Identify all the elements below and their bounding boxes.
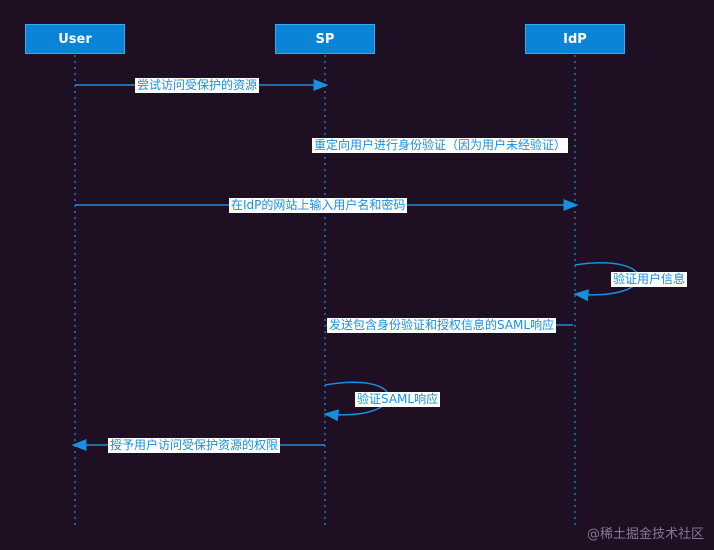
- message-label-4: 验证用户信息: [611, 272, 688, 287]
- message-label-2: 重定向用户进行身份验证（因为用户未经验证）: [312, 138, 569, 153]
- participant-sp: SP: [275, 24, 375, 54]
- participant-idp: IdP: [525, 24, 625, 54]
- message-label-3: 在IdP的网站上输入用户名和密码: [229, 198, 408, 213]
- message-label-7: 授予用户访问受保护资源的权限: [108, 438, 281, 453]
- watermark: @稀土掘金技术社区: [586, 527, 704, 542]
- message-label-1: 尝试访问受保护的资源: [135, 78, 260, 93]
- participant-user: User: [25, 24, 125, 54]
- message-label-6: 验证SAML响应: [355, 392, 441, 407]
- message-label-5: 发送包含身份验证和授权信息的SAML响应: [327, 318, 557, 333]
